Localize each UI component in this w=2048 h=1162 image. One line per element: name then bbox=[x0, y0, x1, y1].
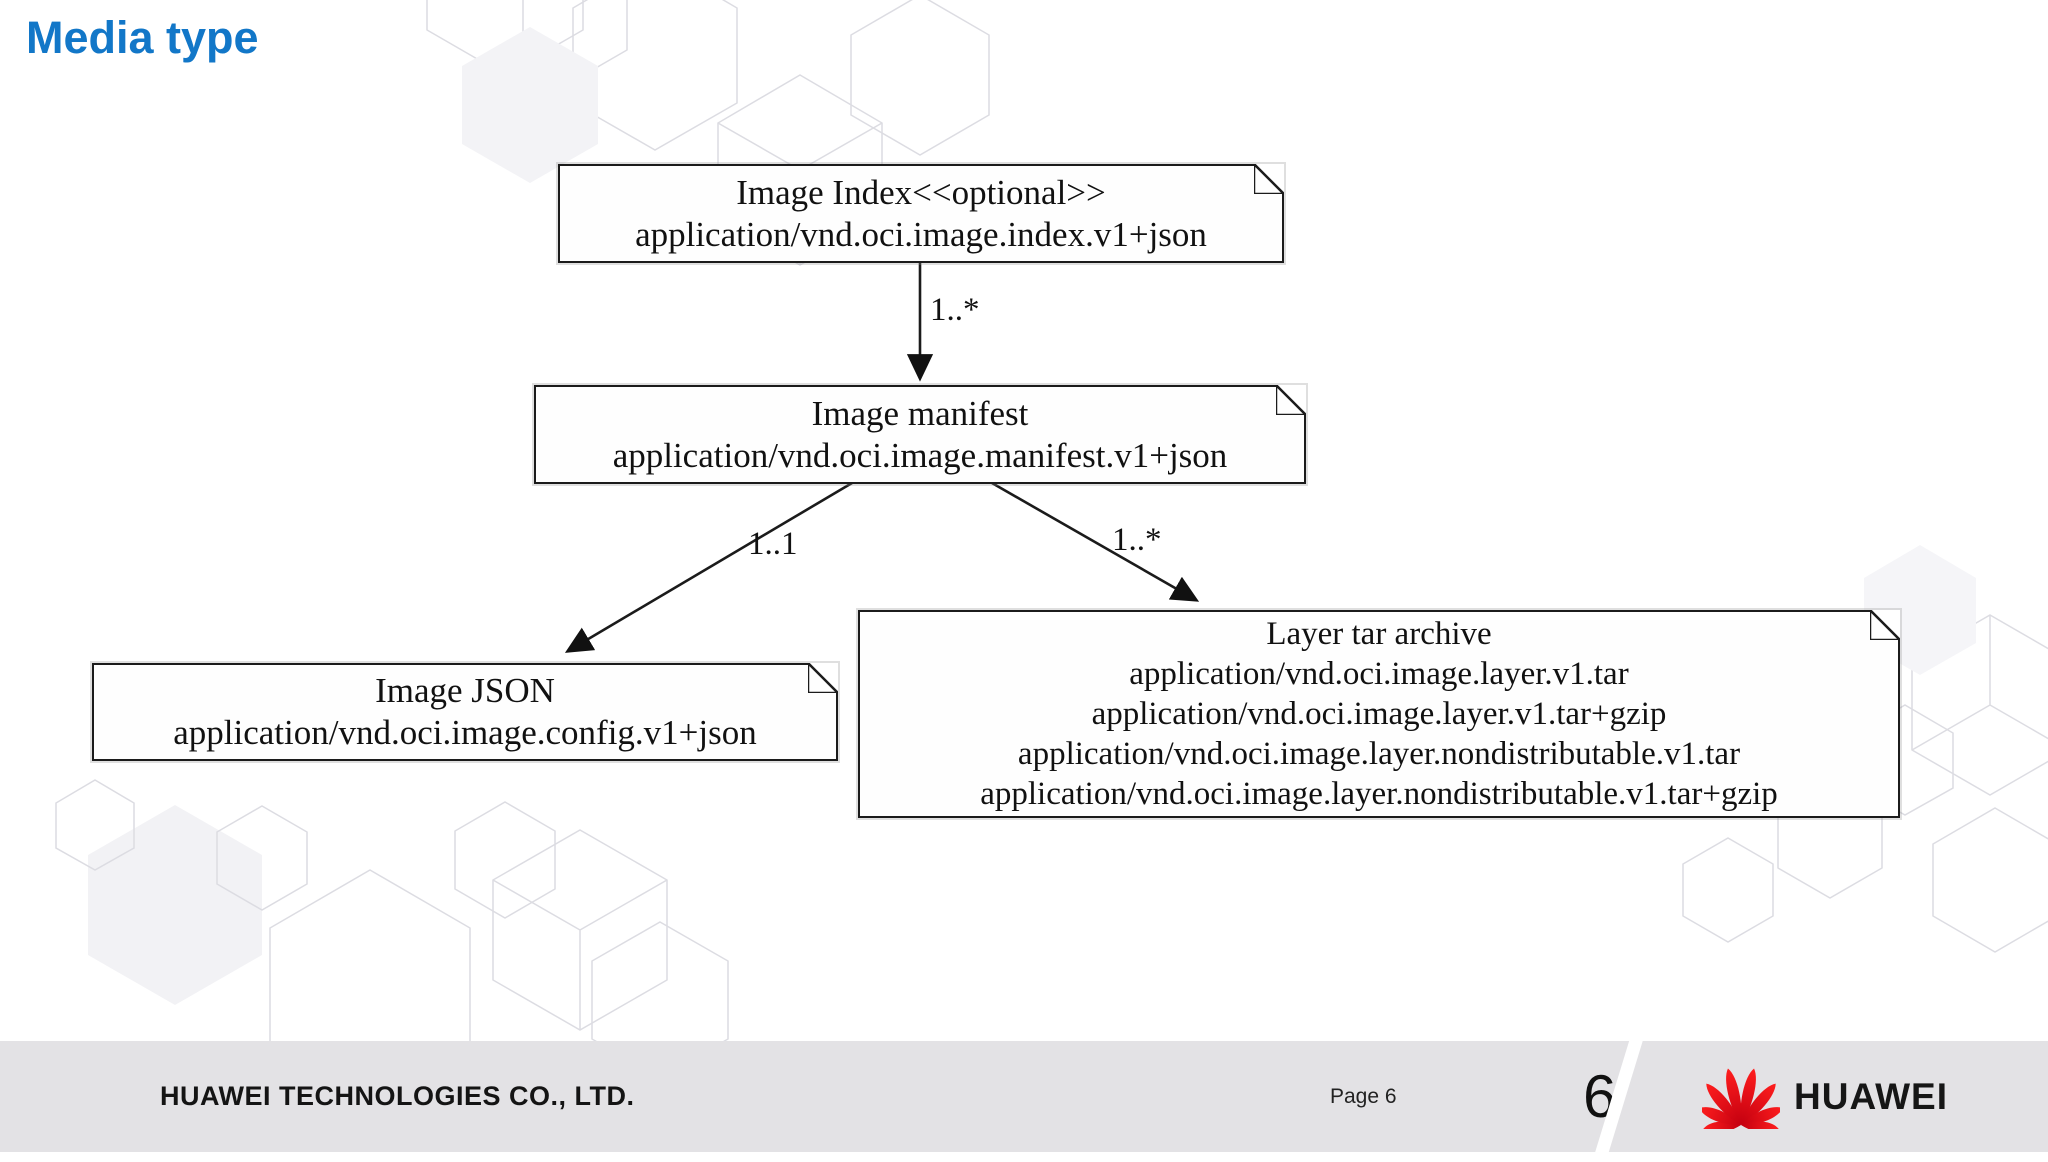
node-title: Image Index<<optional>> bbox=[736, 172, 1106, 212]
note-fold-icon bbox=[1870, 610, 1900, 640]
note-fold-icon bbox=[1276, 385, 1306, 415]
footer-page-label: Page 6 bbox=[1330, 1084, 1397, 1108]
node-title: Image manifest bbox=[811, 393, 1029, 433]
huawei-logo-text: HUAWEI bbox=[1794, 1075, 1948, 1117]
node-image-manifest: Image manifest application/vnd.oci.image… bbox=[534, 385, 1306, 484]
node-media-type: application/vnd.oci.image.layer.nondistr… bbox=[980, 776, 1778, 812]
page-title: Media type bbox=[26, 12, 259, 63]
node-image-json: Image JSON application/vnd.oci.image.con… bbox=[92, 663, 838, 761]
node-media-type: application/vnd.oci.image.layer.nondistr… bbox=[1017, 736, 1741, 772]
huawei-logo: HUAWEI bbox=[1702, 1041, 1948, 1152]
edge-label-manifest-config: 1..1 bbox=[748, 526, 798, 562]
note-fold-icon bbox=[808, 663, 838, 693]
node-media-type: application/vnd.oci.image.layer.v1.tar bbox=[1129, 656, 1629, 692]
node-media-type: application/vnd.oci.image.config.v1+json bbox=[173, 713, 757, 752]
footer-company-text: HUAWEI TECHNOLOGIES CO., LTD. bbox=[160, 1081, 635, 1111]
node-media-type: application/vnd.oci.image.manifest.v1+js… bbox=[612, 435, 1228, 475]
note-fold-icon bbox=[1254, 164, 1284, 194]
edge-label-index-manifest: 1..* bbox=[930, 292, 980, 328]
node-layer-tar-archive: Layer tar archive application/vnd.oci.im… bbox=[858, 610, 1900, 818]
footer-bar: HUAWEI TECHNOLOGIES CO., LTD. Page 6 6 bbox=[0, 1033, 2048, 1162]
edge-label-manifest-layer: 1..* bbox=[1112, 522, 1162, 558]
huawei-flower-icon bbox=[1702, 1067, 1780, 1129]
node-title: Layer tar archive bbox=[1266, 616, 1492, 652]
node-image-index: Image Index<<optional>> application/vnd.… bbox=[558, 164, 1284, 263]
node-title: Image JSON bbox=[375, 671, 555, 710]
node-media-type: application/vnd.oci.image.index.v1+json bbox=[635, 214, 1207, 254]
node-media-type: application/vnd.oci.image.layer.v1.tar+g… bbox=[1091, 696, 1667, 732]
